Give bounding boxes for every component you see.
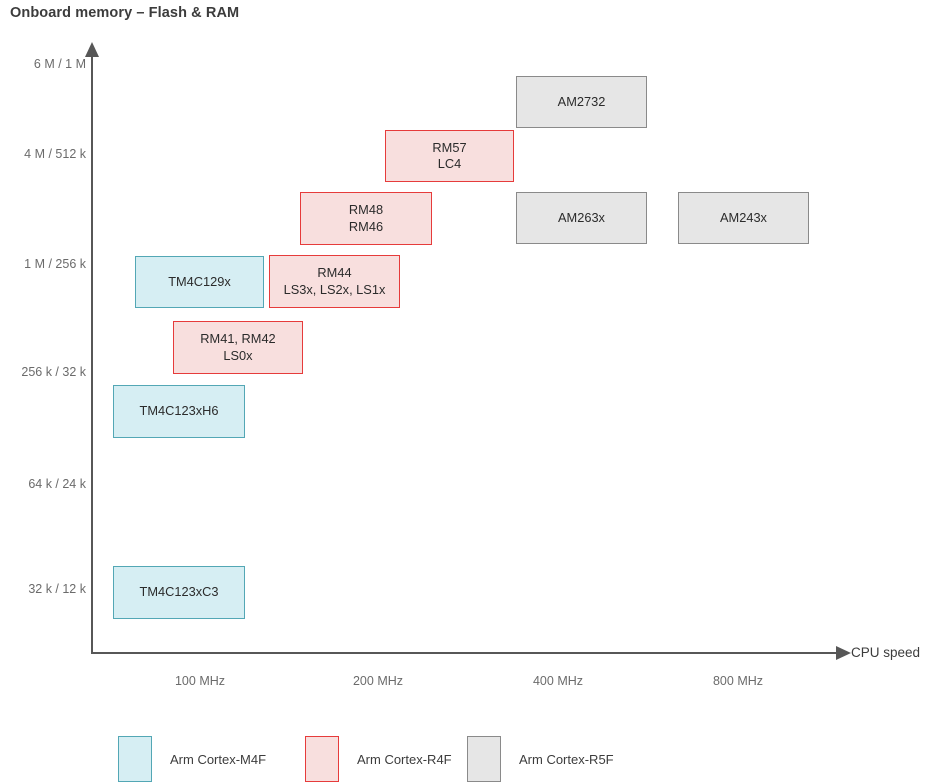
legend-label: Arm Cortex-R5F <box>519 751 614 767</box>
device-box-label: AM2732 <box>557 93 606 109</box>
device-box-tm4c123xc3[interactable]: TM4C123xC3 <box>113 566 245 619</box>
device-box-tm4c123xh6[interactable]: TM4C123xH6 <box>113 385 245 438</box>
y-axis-tick-label: 32 k / 12 k <box>28 582 86 596</box>
x-axis-tick-label: 100 MHz <box>174 674 226 688</box>
device-box-label: TM4C123xC3 <box>139 584 219 600</box>
y-axis-arrow-icon <box>85 42 99 57</box>
legend: Arm Cortex-M4F Arm Cortex-R4F Arm Cortex-R… <box>0 735 936 783</box>
device-box-am243x[interactable]: AM243x <box>678 192 809 244</box>
x-axis-title: CPU speed <box>851 645 921 660</box>
device-box-label: AM243x <box>720 209 767 225</box>
legend-label: Arm Cortex-M4F <box>170 751 267 767</box>
x-axis-line <box>91 652 838 654</box>
device-box-label: AM263x <box>558 209 605 225</box>
x-axis-tick-label: 800 MHz <box>712 674 764 688</box>
page-title: Onboard memory – Flash & RAM <box>10 5 240 21</box>
y-axis-line <box>91 55 93 654</box>
x-axis-tick-label: 400 MHz <box>532 674 584 688</box>
device-box-tm4c129x[interactable]: TM4C129x <box>135 256 264 308</box>
y-axis-tick-label: 6 M / 1 M <box>33 57 86 71</box>
y-axis-tick-label: 4 M / 512 k <box>24 147 86 161</box>
y-axis-tick-label: 64 k / 24 k <box>28 477 86 491</box>
device-box-label: TM4C129x <box>168 273 231 289</box>
legend-swatch-r4f <box>305 736 339 782</box>
legend-item-m4f[interactable]: Arm Cortex-M4F <box>118 735 266 783</box>
device-box-am2732[interactable]: AM2732 <box>516 76 647 128</box>
x-axis-arrow-icon <box>836 646 851 660</box>
y-axis-tick-label: 1 M / 256 k <box>24 257 86 271</box>
legend-item-r5f[interactable]: Arm Cortex-R5F <box>467 735 614 783</box>
legend-swatch-r5f <box>467 736 501 782</box>
y-axis-tick-label: 256 k / 32 k <box>21 365 86 379</box>
device-box-label: TM4C123xH6 <box>139 403 219 419</box>
legend-swatch-m4f <box>118 736 152 782</box>
x-axis-tick-label: 200 MHz <box>352 674 404 688</box>
legend-label: Arm Cortex-R4F <box>357 751 452 767</box>
device-box-am263x[interactable]: AM263x <box>516 192 647 244</box>
legend-item-r4f[interactable]: Arm Cortex-R4F <box>305 735 452 783</box>
